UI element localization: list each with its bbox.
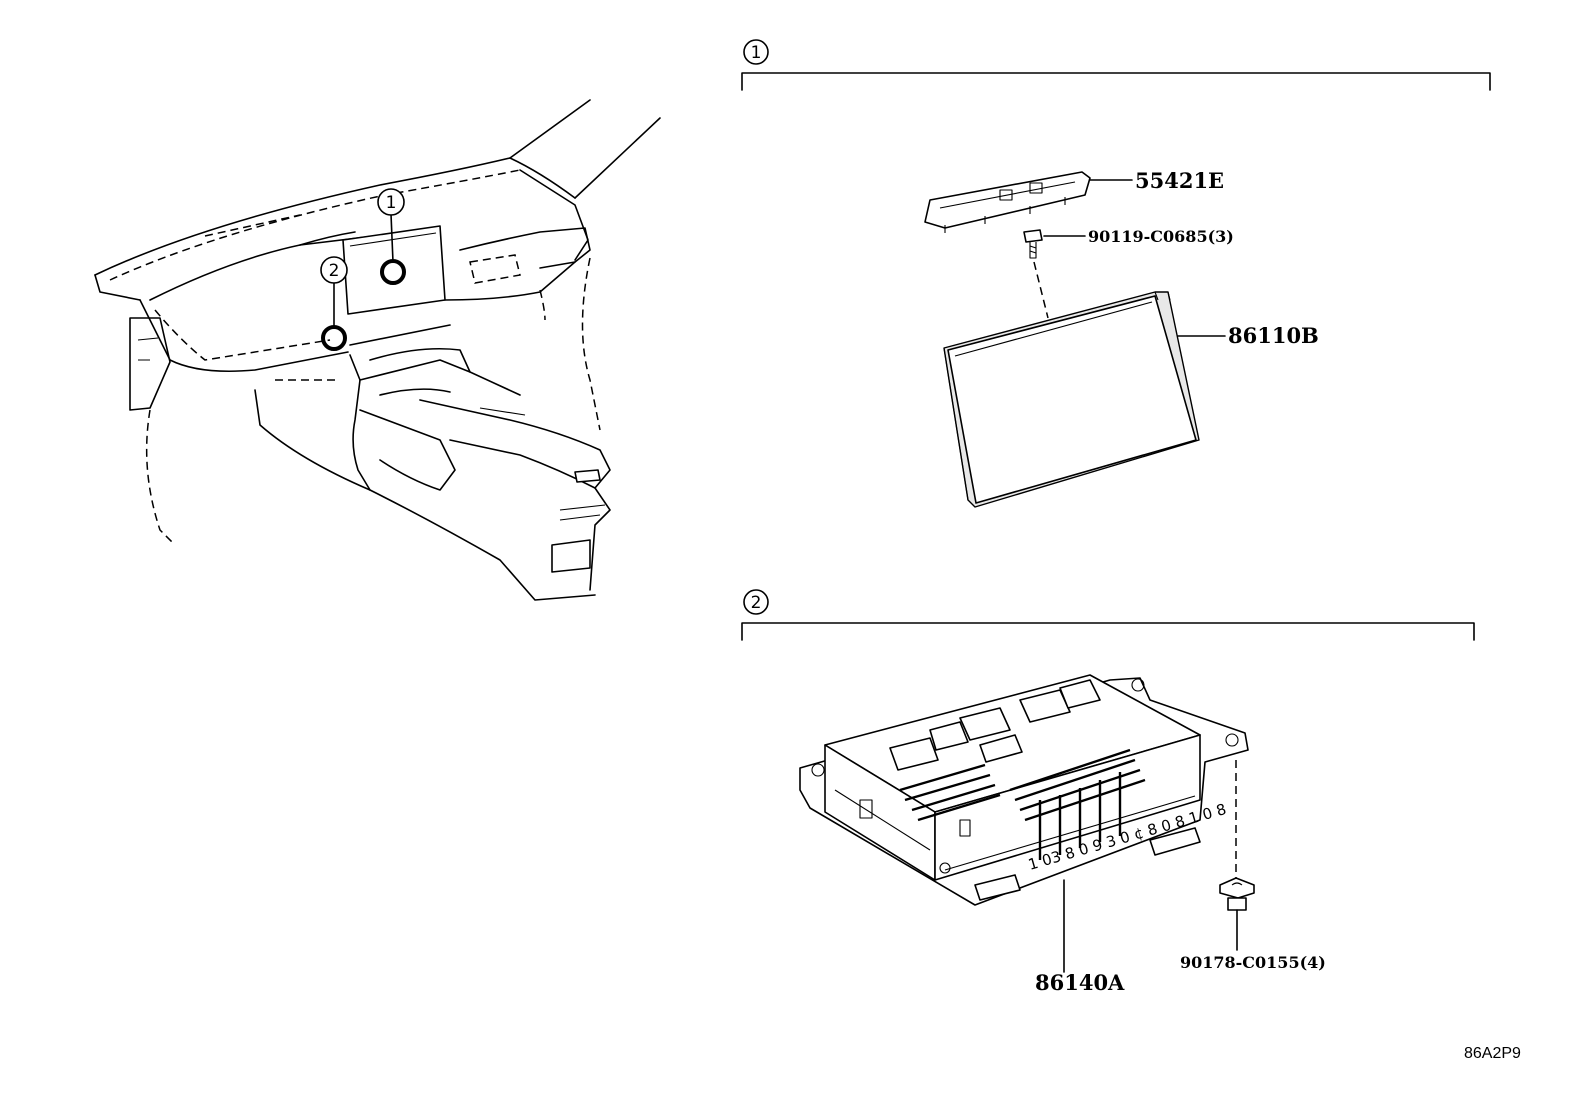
section-2-number: 2 bbox=[751, 593, 762, 613]
section-2: 2 bbox=[741, 589, 1475, 995]
section-1: 1 55421E 90119-C0685(3) bbox=[741, 39, 1491, 508]
callout-1-label: 1 bbox=[386, 193, 397, 213]
part-55421E-bracket: 55421E bbox=[924, 168, 1224, 233]
part-label-86140A: 86140A bbox=[1035, 970, 1125, 995]
part-label-90178-C0155: 90178-C0155(4) bbox=[1180, 953, 1326, 972]
dashboard-overview-illustration: 1 2 bbox=[94, 99, 661, 601]
part-label-90119-C0685: 90119-C0685(3) bbox=[1088, 227, 1234, 246]
figure-code: 86A2P9 bbox=[1464, 1045, 1521, 1062]
part-label-86110B: 86110B bbox=[1228, 323, 1319, 348]
section-1-bracket bbox=[741, 72, 1491, 91]
part-86140A-amplifier: 1 03 8 0 9 3 0 ¢ 8 0 8 1 0 8 86140A bbox=[799, 674, 1249, 995]
section-2-bracket bbox=[741, 622, 1475, 641]
part-90119-C0685-screw: 90119-C0685(3) bbox=[1023, 227, 1234, 319]
callout-2-label: 2 bbox=[329, 261, 340, 281]
part-86110B-display: 86110B bbox=[943, 291, 1319, 508]
section-1-number: 1 bbox=[751, 43, 762, 63]
part-90178-C0155-nut: 90178-C0155(4) bbox=[1180, 760, 1326, 972]
part-label-55421E: 55421E bbox=[1135, 168, 1224, 193]
